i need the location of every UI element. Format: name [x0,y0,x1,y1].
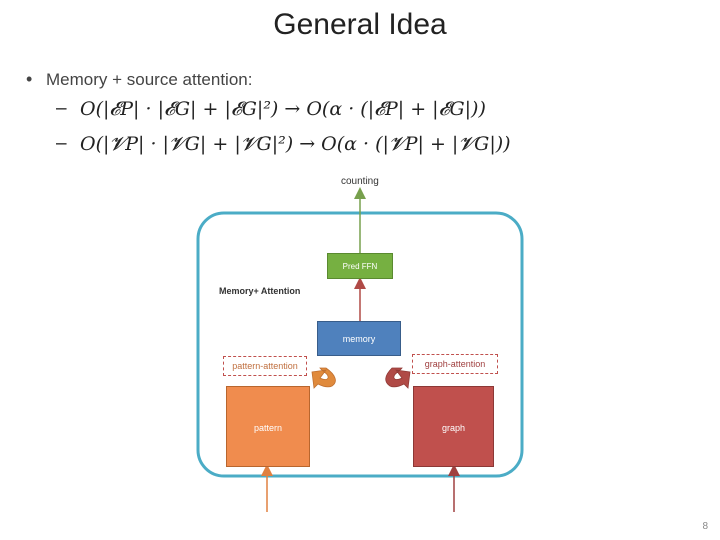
output-label: counting [341,176,379,187]
dash-icon: – [56,98,67,119]
bullet-dot-icon: • [26,69,33,89]
dash-icon: – [56,133,67,154]
page-number: 8 [702,521,708,532]
graph-box: graph [413,386,494,467]
pred-ffn-label: Pred FFN [342,261,378,271]
pattern-attention-text: pattern-attention [232,361,298,371]
pattern-curved-arrow-icon [311,367,336,389]
graph-attention-label: graph-attention [412,354,498,374]
graph-attention-text: graph-attention [424,359,486,369]
slide-title: General Idea [273,8,447,41]
pattern-label: pattern [253,423,283,433]
formula-vertices-text: O(|𝓥P| · |𝓥G| + |𝓥G|²) → O(α · (|𝓥P| + |… [80,133,511,155]
graph-curved-arrow-icon [385,367,411,389]
graph-label: graph [441,423,466,433]
module-label: Memory+ Attention [219,286,301,296]
formula-edges-text: O(|𝓔P| · |𝓔G| + |𝓔G|²) → O(α · (|𝓔P| + |… [80,98,486,120]
pattern-box: pattern [226,386,310,467]
memory-label: memory [342,333,376,344]
memory-box: memory [317,321,401,356]
pattern-attention-label: pattern-attention [223,356,307,376]
pred-ffn-box: Pred FFN [327,253,393,279]
bullet-text: Memory + source attention: [46,70,253,89]
